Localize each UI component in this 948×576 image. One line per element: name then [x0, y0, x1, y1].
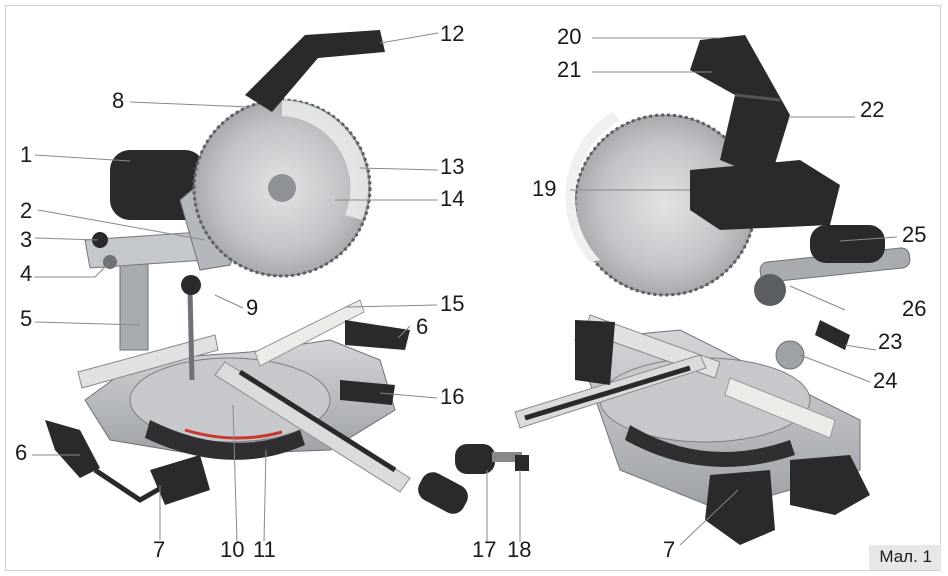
callout-5: 5 — [20, 306, 32, 331]
callout-7-left: 7 — [153, 537, 165, 562]
callout-7-right: 7 — [663, 537, 675, 562]
callout-14: 14 — [440, 186, 464, 211]
callout-16: 16 — [440, 384, 464, 409]
figure-caption: Мал. 1 — [869, 545, 941, 570]
callout-23: 23 — [878, 329, 902, 354]
callout-6-right: 6 — [416, 314, 428, 339]
callout-4: 4 — [20, 261, 32, 286]
callout-17: 17 — [472, 537, 496, 562]
callout-13: 13 — [440, 154, 464, 179]
callout-1: 1 — [20, 142, 32, 167]
callout-25: 25 — [902, 222, 926, 247]
saw-left-view-icon — [45, 30, 468, 514]
callout-15: 15 — [440, 291, 464, 316]
callout-8: 8 — [112, 88, 124, 113]
callout-2: 2 — [20, 198, 32, 223]
callout-3: 3 — [20, 227, 32, 252]
callout-18: 18 — [507, 537, 531, 562]
callout-21: 21 — [557, 57, 581, 82]
callout-22: 22 — [860, 97, 884, 122]
callout-26: 26 — [902, 296, 926, 321]
callout-24: 24 — [873, 368, 897, 393]
callout-labels: 1 2 3 4 5 6 6 7 7 8 9 10 11 12 13 14 15 … — [15, 21, 926, 562]
callout-20: 20 — [557, 24, 581, 49]
callout-19: 19 — [532, 176, 556, 201]
callout-6-left: 6 — [15, 440, 27, 465]
callout-12: 12 — [440, 21, 464, 46]
figure-frame — [5, 5, 941, 571]
leader-lines — [32, 32, 898, 546]
callout-10: 10 — [220, 537, 244, 562]
callout-11: 11 — [253, 537, 276, 562]
saw-right-view-icon — [455, 35, 911, 545]
callout-9: 9 — [246, 295, 258, 320]
